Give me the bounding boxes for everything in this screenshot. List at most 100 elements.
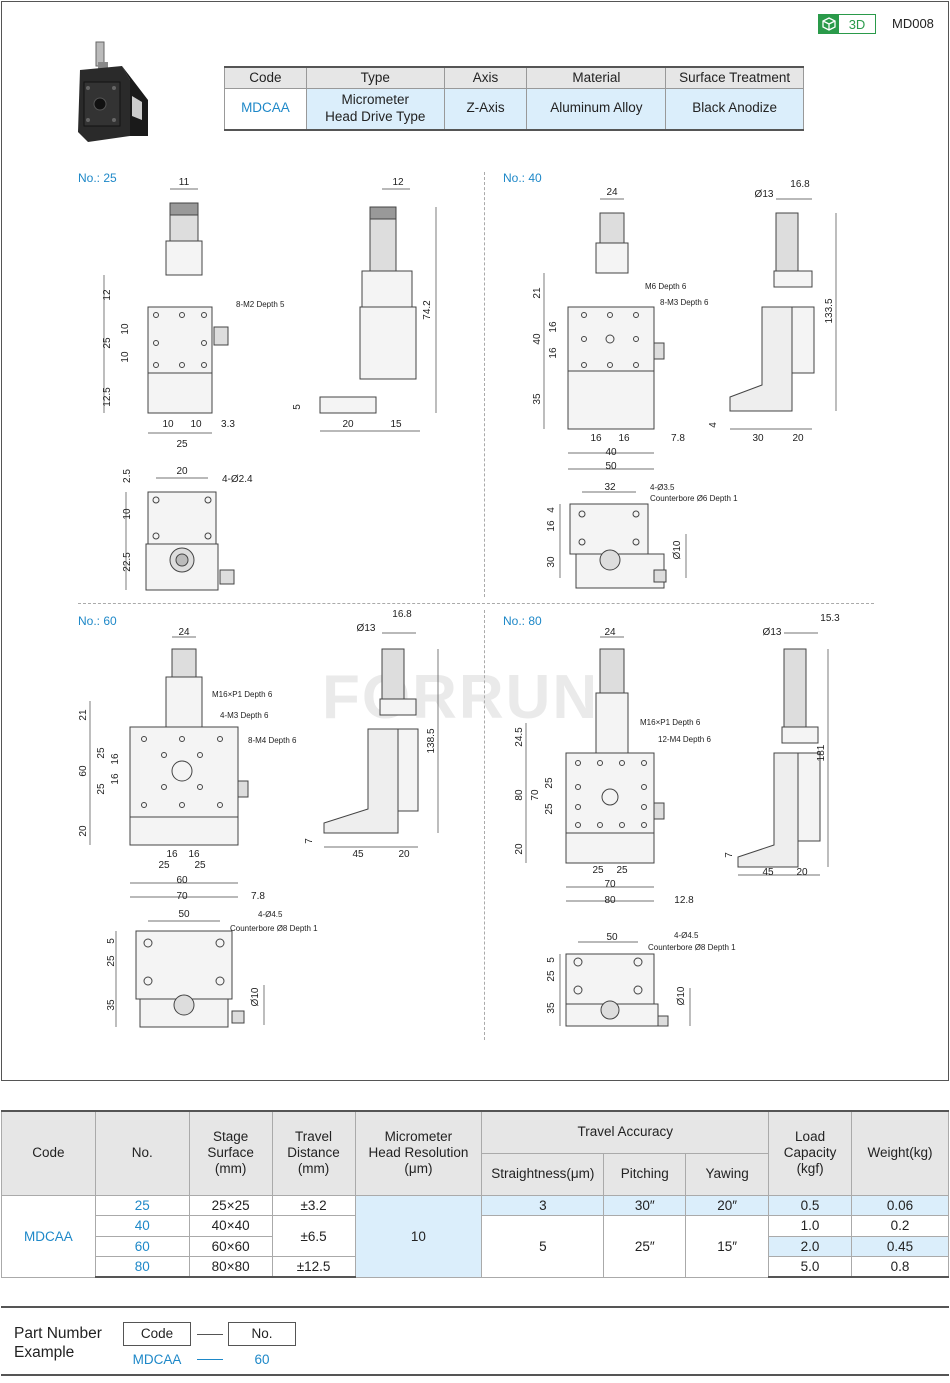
spec-table: Code Type Axis Material Surface Treatmen… [224,66,804,131]
svg-text:181: 181 [816,744,827,761]
spec-header-material: Material [526,66,667,89]
cell-no: 60 [94,1235,190,1257]
svg-text:25: 25 [544,777,555,789]
svg-text:4-Ø4.5: 4-Ø4.5 [258,910,283,919]
svg-text:80: 80 [604,895,616,906]
svg-text:M6 Depth 6: M6 Depth 6 [645,282,687,291]
svg-text:7.8: 7.8 [671,433,685,444]
svg-text:4-Ø3.5: 4-Ø3.5 [650,483,675,492]
svg-text:5: 5 [106,938,117,944]
svg-text:10: 10 [162,419,174,430]
svg-text:7: 7 [724,852,735,858]
spec-surface: Black Anodize [665,87,804,131]
svg-text:35: 35 [106,999,117,1011]
drawing-no60-front: 24 21 60 25 16 16 25 20 16 16 25 25 60 7… [78,627,297,902]
spec-header-surface: Surface Treatment [665,66,804,89]
svg-text:70: 70 [604,879,616,890]
cell-code: MDCAA [1,1194,96,1278]
part-code-value: MDCAA [132,1352,182,1367]
cell-stage: 25×25 [188,1194,273,1216]
divider [484,172,485,597]
svg-text:20: 20 [176,466,188,477]
svg-text:Ø10: Ø10 [676,986,687,1005]
svg-text:16: 16 [110,753,121,765]
svg-text:25: 25 [96,783,107,795]
part-no-value: 60 [254,1352,270,1367]
svg-text:5: 5 [546,957,557,963]
cell-weight: 0.06 [851,1194,949,1216]
svg-text:50: 50 [606,932,618,943]
svg-text:8-M2 Depth 5: 8-M2 Depth 5 [236,300,285,309]
svg-text:16.8: 16.8 [790,179,810,190]
cell-no: 40 [94,1215,190,1237]
svg-text:50: 50 [605,461,617,472]
svg-text:8-M3 Depth 6: 8-M3 Depth 6 [660,298,709,307]
svg-text:4: 4 [546,507,557,513]
svg-text:4-Ø2.4: 4-Ø2.4 [222,474,253,485]
svg-text:60: 60 [176,875,188,886]
svg-text:Counterbore Ø6 Depth 1: Counterbore Ø6 Depth 1 [650,494,738,503]
watermark: FORRUN [322,663,600,732]
svg-text:7: 7 [304,838,315,844]
svg-text:5: 5 [292,404,303,410]
svg-text:11: 11 [179,177,190,188]
drawing-no80-front: 24 24.5 80 25 70 25 20 25 25 70 80 12.8 … [514,627,711,906]
svg-text:21: 21 [78,709,89,721]
svg-text:25: 25 [546,970,557,982]
svg-text:12-M4 Depth 6: 12-M4 Depth 6 [658,735,711,744]
svg-text:20: 20 [792,433,804,444]
cell-straightness: 5 [481,1215,605,1278]
svg-text:Ø10: Ø10 [250,987,261,1006]
cell-no: 80 [94,1256,190,1278]
cell-yawing: 15″ [685,1215,770,1278]
connector-line [197,1359,223,1360]
svg-text:10: 10 [122,508,133,520]
svg-text:M16×P1 Depth 6: M16×P1 Depth 6 [640,718,701,727]
table-row: 40 40×40 ±6.5 5 25″ 15″ 1.0 0.2 [2,1215,949,1278]
svg-text:16: 16 [110,773,121,785]
product-photo [78,41,148,142]
drawing-no80-side: Ø13 15.3 181 7 45 20 [724,613,840,878]
cell-travel: ±12.5 [271,1256,356,1278]
svg-text:40: 40 [605,447,617,458]
svg-text:16: 16 [548,347,559,359]
svg-text:70: 70 [176,891,188,902]
spec-header-code: Code [224,66,307,89]
section-no-25: No.: 25 [78,171,117,185]
3d-model-button[interactable]: 3D [818,14,876,34]
drawing-no80-top: 50 5 25 35 4-Ø4.5 Counterbore Ø8 Depth 1… [546,931,736,1027]
svg-text:20: 20 [78,825,89,837]
header-weight: Weight(kg) [851,1110,949,1196]
cell-pitching: 30″ [603,1194,687,1216]
svg-text:25: 25 [158,860,170,871]
svg-text:4-M3 Depth 6: 4-M3 Depth 6 [220,711,269,720]
cube-icon [819,15,839,33]
drawing-no40-front: 24 21 40 16 16 35 16 16 7.8 40 50 M6 Dep… [532,187,709,472]
drawing-no25-front: 11 12 25 10 10 12.5 10 10 3.3 25 8-M2 De… [102,177,285,450]
cell-travel: ±6.5 [271,1215,356,1257]
doc-code: MD008 [892,16,934,31]
svg-text:12: 12 [102,289,113,301]
svg-text:25: 25 [96,747,107,759]
svg-text:80: 80 [514,789,525,801]
cell-weight: 0.45 [851,1235,949,1257]
svg-text:15: 15 [390,419,402,430]
svg-text:20: 20 [796,867,808,878]
svg-text:10: 10 [120,351,131,363]
svg-text:10: 10 [120,323,131,335]
part-no-box: No. [228,1322,296,1346]
svg-text:25: 25 [544,803,555,815]
svg-text:2.5: 2.5 [122,469,133,483]
svg-text:Ø13: Ø13 [755,189,774,200]
part-code-box: Code [123,1322,191,1346]
svg-text:25: 25 [592,865,604,876]
drawing-no60-top: 50 5 25 35 4-Ø4.5 Counterbore Ø8 Depth 1… [106,909,318,1028]
section-no-60: No.: 60 [78,614,117,628]
svg-text:10: 10 [190,419,202,430]
cell-load: 0.5 [768,1194,853,1216]
drawing-no60-side: Ø13 16.8 138.5 7 45 20 [304,609,439,860]
